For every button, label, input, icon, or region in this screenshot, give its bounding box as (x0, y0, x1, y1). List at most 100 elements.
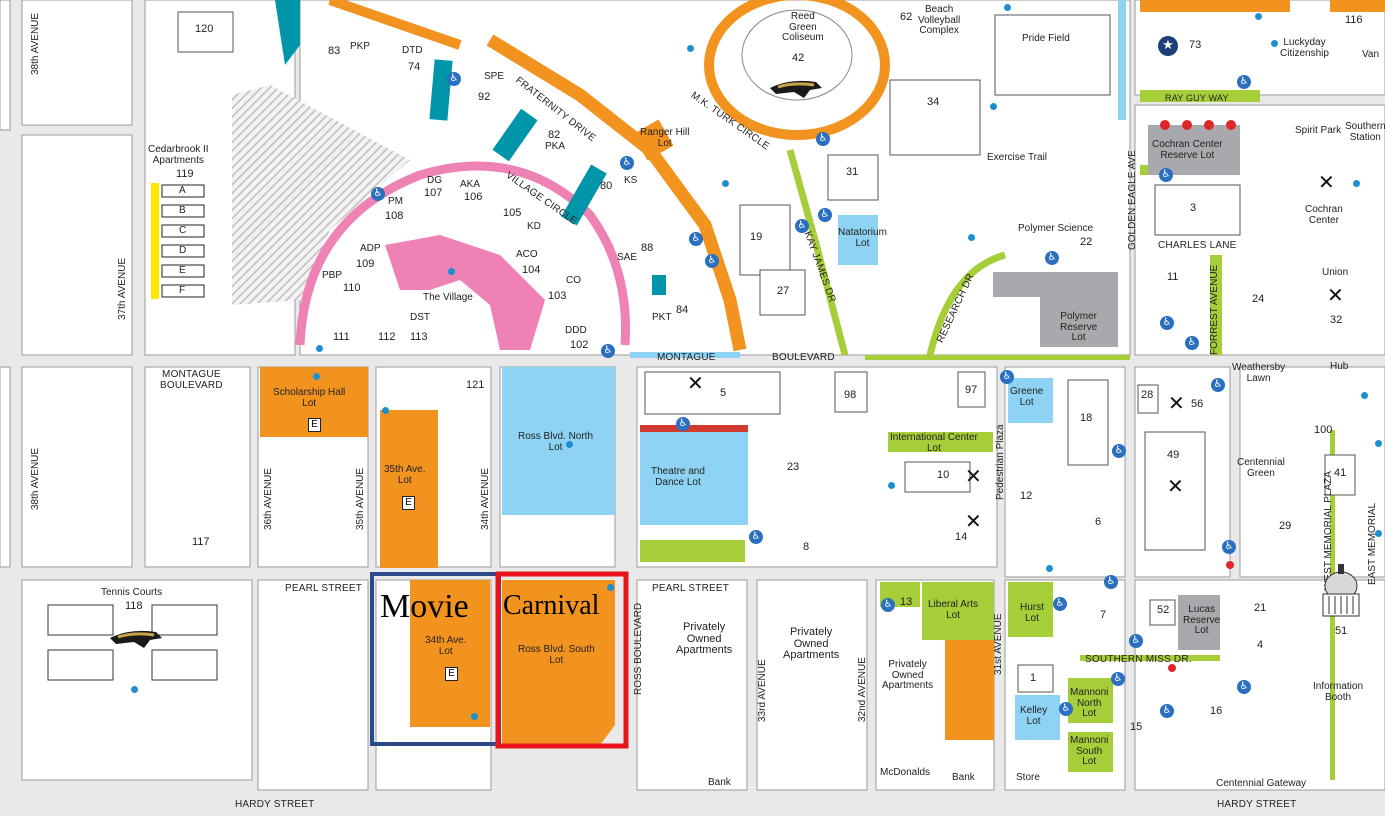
carnival-annotation: Carnival (503, 590, 600, 621)
building-23: 23 (787, 461, 800, 473)
info-dot-icon (722, 180, 729, 187)
accessible-parking-icon: ♿ (1237, 75, 1251, 89)
accessible-parking-icon: ♿ (1237, 680, 1251, 694)
info-dot-icon (1255, 13, 1262, 20)
cedarbrook-a: A (179, 185, 186, 196)
southern-station: Southern Station (1345, 121, 1385, 143)
golden-eagle-logo-icon (110, 628, 162, 652)
building-92: 92 (478, 91, 491, 103)
accessible-parking-icon: ♿ (689, 232, 703, 246)
street-38th-avenue-top: 38th AVENUE (30, 12, 41, 75)
carnival-highlight-box (495, 571, 629, 749)
35th-ave-lot: 35th Ave. Lot (384, 464, 426, 486)
street-hardy-left: HARDY STREET (235, 799, 315, 810)
fork-knife-icon: ✕ (965, 464, 982, 488)
building-1: 1 (1030, 672, 1037, 684)
street-38th-avenue-mid: 38th AVENUE (30, 447, 41, 510)
label-spe: SPE (484, 71, 505, 82)
movie-annotation: Movie (380, 588, 469, 625)
info-dot-icon (566, 441, 573, 448)
building-34: 34 (927, 96, 940, 108)
building-19: 19 (750, 231, 763, 243)
accessible-parking-icon: ♿ (676, 417, 690, 431)
info-dot-icon (687, 45, 694, 52)
label-adp: ADP (360, 243, 381, 254)
building-106: 106 (464, 191, 483, 203)
building-103: 103 (548, 290, 567, 302)
mcdonalds: McDonalds (880, 767, 931, 778)
label-ddd: DDD (565, 325, 587, 336)
building-108: 108 (385, 210, 404, 222)
street-montague: MONTAGUE (657, 352, 716, 363)
accessible-parking-icon: ♿ (1059, 702, 1073, 716)
fork-knife-icon: ✕ (1327, 283, 1344, 307)
accessible-parking-icon: ♿ (1211, 378, 1225, 392)
building-102: 102 (570, 339, 589, 351)
the-village-building (385, 235, 545, 350)
street-36th-avenue: 36th AVENUE (263, 467, 274, 530)
label-dst: DST (410, 312, 430, 323)
accessible-parking-icon: ♿ (1159, 168, 1173, 182)
building-109: 109 (356, 258, 375, 270)
building-27: 27 (777, 285, 790, 297)
street-forrest-avenue: FORREST AVENUE (1209, 264, 1220, 355)
accessible-parking-icon: ♿ (881, 598, 895, 612)
building-3: 3 (1190, 202, 1197, 214)
hatched-field-area (232, 85, 410, 305)
label-co: CO (566, 275, 581, 286)
accessible-parking-icon: ♿ (447, 72, 461, 86)
building-51: 51 (1335, 625, 1348, 637)
accessible-parking-icon: ♿ (749, 530, 763, 544)
street-southern-miss-dr: SOUTHERN MISS DR. (1085, 654, 1192, 665)
building-13: 13 (900, 596, 913, 608)
cedarbrook-e: E (179, 265, 186, 276)
label-pm: PM (388, 196, 403, 207)
accessible-parking-icon: ♿ (1185, 336, 1199, 350)
fork-knife-icon: ✕ (1168, 391, 1185, 415)
34th-ave-lot: 34th Ave. Lot (425, 635, 467, 657)
building-116: 116 (1345, 14, 1363, 26)
building-31: 31 (846, 166, 859, 178)
event-parking-marker: E (445, 667, 458, 681)
pride-field: Pride Field (1022, 33, 1070, 44)
building-12: 12 (1020, 490, 1033, 502)
accessible-parking-icon: ♿ (1160, 316, 1174, 330)
accessible-parking-icon: ♿ (818, 208, 832, 222)
info-dot-icon (607, 584, 614, 591)
building-104: 104 (522, 264, 541, 276)
dome-building-icon (1318, 562, 1364, 622)
street-ray-guy-way: RAY GUY WAY (1165, 93, 1229, 103)
building-121: 121 (466, 379, 485, 391)
street-32nd-avenue: 32nd AVENUE (857, 657, 868, 722)
label-aka: AKA (460, 179, 481, 190)
accessible-parking-icon: ♿ (705, 254, 719, 268)
accessible-parking-icon: ♿ (1111, 672, 1125, 686)
privately-owned-apartments-2: Privately Owned Apartments (783, 626, 840, 662)
accessible-parking-icon: ♿ (1000, 370, 1014, 384)
street-34th-avenue: 34th AVENUE (480, 467, 491, 530)
accessible-parking-icon: ♿ (1104, 575, 1118, 589)
info-dot-icon (1271, 40, 1278, 47)
street-boulevard: BOULEVARD (772, 352, 835, 363)
building-73: 73 (1189, 39, 1202, 51)
exercise-trail: Exercise Trail (987, 152, 1048, 163)
building-113: 113 (410, 331, 428, 343)
building-118: 118 (125, 600, 143, 612)
spirit-park: Spirit Park (1295, 125, 1342, 136)
building-80: 80 (600, 180, 613, 192)
cedarbrook-f: F (179, 285, 186, 296)
accessible-parking-icon: ♿ (1222, 540, 1236, 554)
building-84: 84 (676, 304, 689, 316)
info-dot-icon (313, 373, 320, 380)
street-37th-avenue: 37th AVENUE (117, 257, 128, 320)
building-8: 8 (803, 541, 810, 553)
cochran-center: Cochran Center (1305, 204, 1343, 226)
info-dot-icon (471, 713, 478, 720)
centennial-gateway: Centennial Gateway (1216, 778, 1307, 789)
building-98: 98 (844, 389, 857, 401)
building-82: 82 (548, 129, 561, 141)
building-49: 49 (1167, 449, 1180, 461)
fork-knife-icon: ✕ (1167, 474, 1184, 498)
privately-owned-apartments-3: Privately Owned Apartments (882, 659, 934, 691)
building-32: 32 (1330, 314, 1343, 326)
